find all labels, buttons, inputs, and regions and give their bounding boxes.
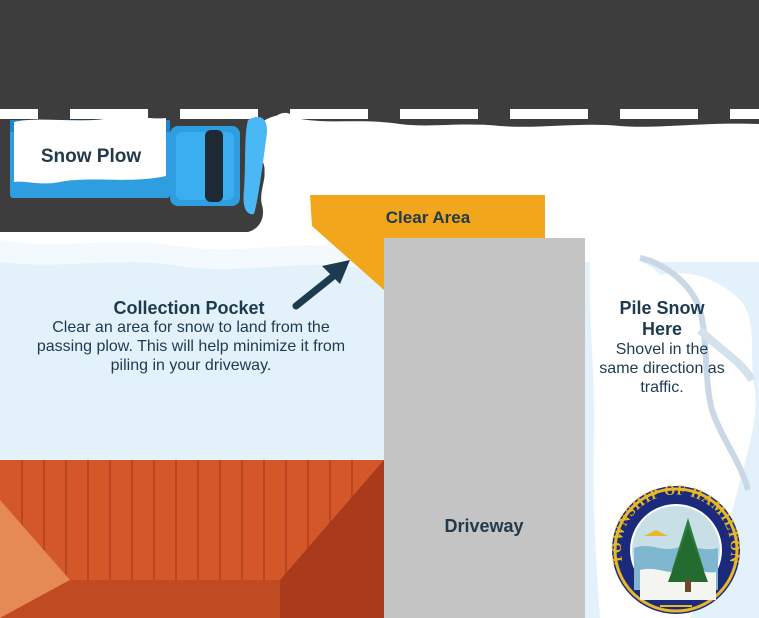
snow-edge bbox=[0, 240, 360, 270]
snow-bank bbox=[0, 114, 759, 262]
arrow-icon bbox=[292, 260, 350, 310]
snow-pile-shadow-2 bbox=[697, 327, 756, 383]
snow-pile-shadow bbox=[639, 255, 751, 491]
pile-snow-title: Pile Snow Here bbox=[619, 298, 705, 339]
snow-plow-label: Snow Plow bbox=[40, 146, 142, 167]
house-roof bbox=[0, 460, 384, 618]
snow-plow bbox=[10, 116, 268, 215]
clear-area-label: Clear Area bbox=[385, 208, 471, 227]
lane-dashes bbox=[0, 109, 759, 119]
driveway bbox=[384, 238, 585, 618]
driveway-label: Driveway bbox=[444, 516, 524, 536]
collection-pocket-title: Collection Pocket bbox=[113, 298, 265, 318]
clear-area bbox=[310, 195, 545, 290]
pile-snow-description: Shovel in the same direction as traffic. bbox=[599, 341, 725, 396]
snow-tuft bbox=[263, 112, 299, 231]
collection-pocket-description: Clear an area for snow to land from the … bbox=[36, 319, 346, 374]
